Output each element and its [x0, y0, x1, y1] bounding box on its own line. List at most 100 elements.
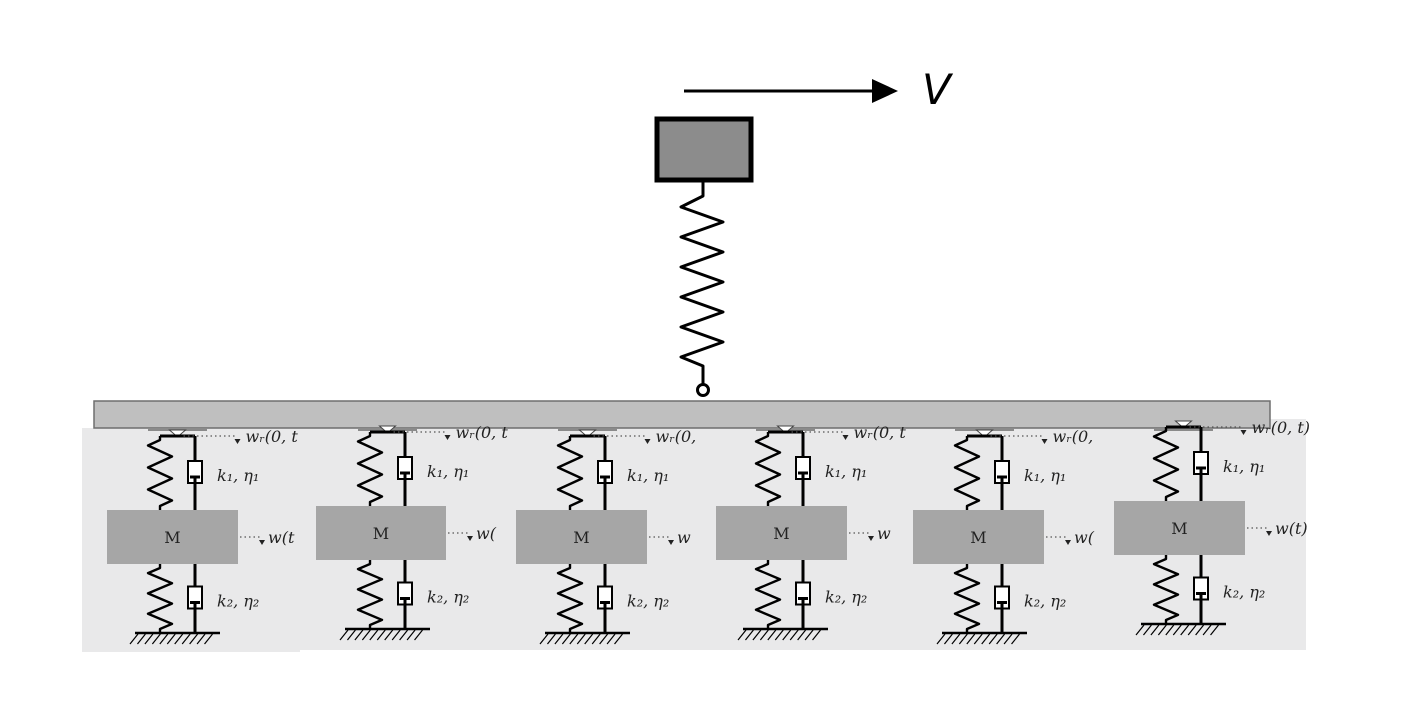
foundation-mass: [913, 510, 1044, 564]
ground-hatch: [973, 633, 983, 645]
ground-hatch: [129, 633, 139, 645]
ground-hatch: [561, 633, 571, 645]
ground-hatch: [752, 629, 762, 641]
support-triangle: [975, 429, 994, 438]
lower-element-label: k₂, η₂: [427, 588, 469, 607]
ground-hatch: [966, 633, 976, 645]
upper-spring: [953, 436, 981, 510]
upper-element-label: k₁, η₁: [427, 462, 469, 481]
ground-hatch: [174, 633, 184, 645]
velocity-arrow: [684, 79, 898, 103]
wr-label: wᵣ(0,: [656, 427, 697, 446]
beam: [93, 400, 1271, 429]
ground-hatch: [376, 629, 386, 641]
ground-hatch: [1011, 633, 1021, 645]
ground-hatch: [1187, 624, 1197, 636]
ground-hatch: [196, 633, 206, 645]
ground-hatch: [782, 629, 792, 641]
w-label: w(t: [268, 528, 295, 547]
upper-spring: [556, 436, 584, 510]
lower-spring: [754, 560, 782, 629]
suspension-spring: [679, 180, 725, 386]
lower-spring: [356, 560, 384, 629]
ground-hatch: [797, 629, 807, 641]
support-triangle: [1174, 420, 1193, 429]
ground-hatch: [569, 633, 579, 645]
w-label: w(: [476, 524, 497, 543]
ground-hatch: [166, 633, 176, 645]
ground-hatch: [1195, 624, 1205, 636]
upper-element-label: k₁, η₁: [217, 466, 259, 485]
ground-hatch: [136, 633, 146, 645]
velocity-label: V: [922, 65, 954, 114]
w-arrowhead: [668, 540, 674, 545]
ground-hatch: [1150, 624, 1160, 636]
ground-hatch: [159, 633, 169, 645]
upper-element-label: k₁, η₁: [825, 462, 867, 481]
ground-hatch: [981, 633, 991, 645]
ground-hatch: [539, 633, 549, 645]
ground-hatch: [789, 629, 799, 641]
ground-hatch: [759, 629, 769, 641]
lower-element-label: k₂, η₂: [217, 592, 259, 611]
ground-hatch: [614, 633, 624, 645]
ground-hatch: [737, 629, 747, 641]
lower-element-label: k₂, η₂: [825, 588, 867, 607]
ground-hatch: [1172, 624, 1182, 636]
w-arrowhead: [1065, 540, 1071, 545]
ground-hatch: [361, 629, 371, 641]
upper-element-label: k₁, η₁: [1223, 457, 1265, 476]
ground-hatch: [1165, 624, 1175, 636]
support-triangle: [776, 425, 795, 434]
ground-hatch: [744, 629, 754, 641]
ground-hatch: [1157, 624, 1167, 636]
foundation-mass: [316, 506, 446, 560]
ground-hatch: [996, 633, 1006, 645]
lower-element-label: k₂, η₂: [1024, 592, 1066, 611]
ground-hatch: [936, 633, 946, 645]
wr-arrowhead: [444, 435, 451, 440]
w-arrowhead: [259, 540, 265, 545]
lower-spring: [1152, 555, 1180, 624]
ground-hatch: [384, 629, 394, 641]
w-label: w(t): [1275, 519, 1308, 538]
w-arrowhead: [467, 536, 473, 541]
ground-hatch: [576, 633, 586, 645]
ground-hatch: [339, 629, 349, 641]
wr-label: wᵣ(0, t: [456, 423, 509, 442]
ground-hatch: [584, 633, 594, 645]
mass-label: M: [970, 528, 986, 547]
w-label: w(: [1074, 528, 1095, 547]
ground-hatch: [1142, 624, 1152, 636]
ground-hatch: [151, 633, 161, 645]
ground-hatch: [189, 633, 199, 645]
ground-hatch: [181, 633, 191, 645]
wr-arrowhead: [1041, 439, 1048, 444]
wr-label: wᵣ(0, t: [854, 423, 907, 442]
wr-label: wᵣ(0,: [1053, 427, 1094, 446]
ground-hatch: [774, 629, 784, 641]
ground-hatch: [204, 633, 214, 645]
ground-hatch: [406, 629, 416, 641]
lower-element-label: k₂, η₂: [627, 592, 669, 611]
ground-hatch: [804, 629, 814, 641]
ground-hatch: [943, 633, 953, 645]
w-arrowhead: [1266, 531, 1272, 536]
foundation-mass: [107, 510, 238, 564]
support-triangle: [578, 429, 597, 438]
wr-arrowhead: [842, 435, 849, 440]
ground-hatch: [354, 629, 364, 641]
wr-arrowhead: [644, 439, 651, 444]
ground-hatch: [554, 633, 564, 645]
lower-spring: [953, 564, 981, 633]
ground-hatch: [1202, 624, 1212, 636]
ground-hatch: [369, 629, 379, 641]
foundation-mass: [516, 510, 647, 564]
